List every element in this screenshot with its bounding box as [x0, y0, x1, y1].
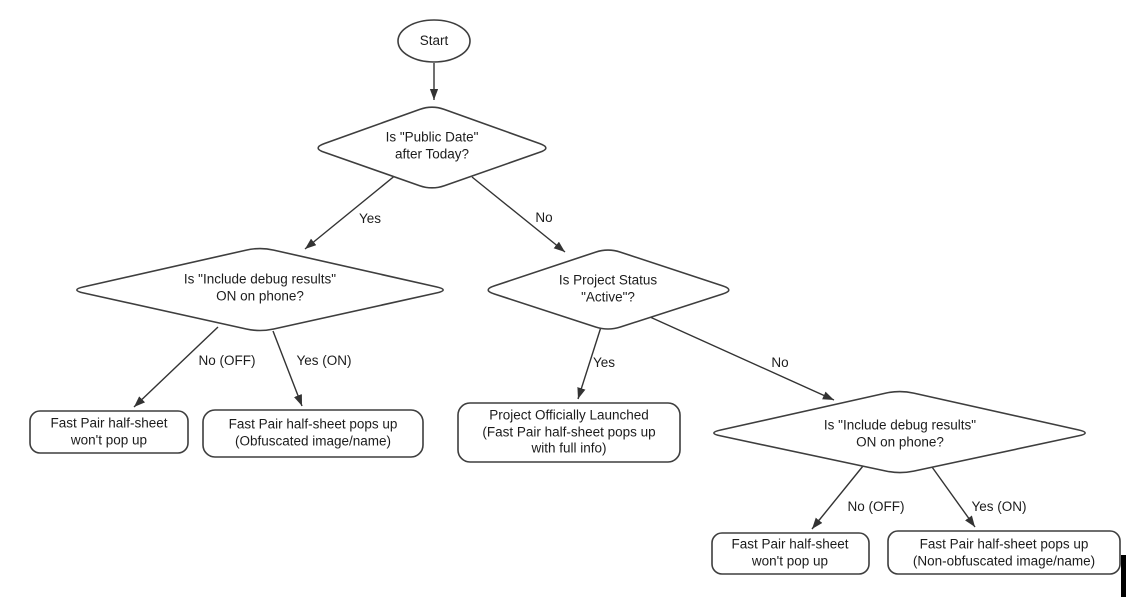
result-no-popup-left-label: Fast Pair half-sheet won't pop up: [50, 416, 167, 449]
flowchart-edges: [133, 63, 976, 530]
result-non-obfuscated-shape: [887, 530, 1121, 575]
edge-debug-left-yes: [272, 330, 303, 407]
start-node-text: Start: [419, 32, 449, 48]
edge-debug-left-no: [133, 326, 219, 408]
decision-debug-left-line2: ON on phone?: [216, 288, 304, 303]
flowchart-nodes: [29, 19, 1121, 575]
result-launched-label: Project Officially Launched (Fast Pair h…: [482, 407, 655, 457]
decision-project-status-line2: "Active"?: [581, 289, 635, 304]
edge-label-project-status-no: No: [771, 354, 789, 370]
result-no-popup-left-line1: Fast Pair half-sheet: [50, 415, 168, 431]
result-no-popup-right-line2: won't pop up: [751, 553, 829, 568]
start-node-label: Start: [420, 33, 449, 50]
decision-project-status-label: Is Project Status "Active"?: [559, 273, 657, 306]
result-obfuscated-label: Fast Pair half-sheet pops up (Obfuscated…: [229, 417, 398, 450]
result-launched-line1: Project Officially Launched: [489, 407, 649, 423]
decision-public-date-line2: after Today?: [394, 146, 470, 161]
result-no-popup-right-label: Fast Pair half-sheet won't pop up: [731, 537, 848, 570]
result-launched-shape: [457, 402, 681, 463]
decision-debug-left-line1: Is "Include debug results": [183, 271, 337, 287]
decision-debug-right-label: Is "Include debug results" ON on phone?: [824, 418, 976, 451]
result-non-obfuscated-line2: (Non-obfuscated image/name): [912, 553, 1096, 568]
decision-project-status-line1: Is Project Status: [558, 272, 658, 288]
edge-label-debug-right-yes: Yes (ON): [971, 498, 1027, 514]
decision-debug-right-line2: ON on phone?: [856, 434, 944, 449]
result-no-popup-right-shape: [711, 532, 870, 575]
edge-label-debug-right-no: No (OFF): [847, 498, 905, 514]
edge-debug-right-yes: [931, 466, 976, 528]
decision-debug-left-shape: [76, 247, 444, 332]
result-no-popup-right-line1: Fast Pair half-sheet: [731, 536, 849, 552]
edge-label-public-date-no: No: [535, 209, 553, 225]
edge-project-status-yes: [577, 326, 602, 400]
result-no-popup-left-shape: [29, 410, 189, 454]
text-cursor-artifact: [1121, 555, 1126, 597]
edge-label-public-date-yes: Yes: [358, 210, 382, 226]
decision-public-date-line1: Is "Public Date": [385, 129, 479, 145]
edge-public-date-no: [471, 176, 566, 253]
decision-debug-left-label: Is "Include debug results" ON on phone?: [184, 272, 336, 305]
decision-public-date-label: Is "Public Date" after Today?: [386, 130, 479, 163]
result-obfuscated-line1: Fast Pair half-sheet pops up: [228, 416, 398, 432]
result-obfuscated-line2: (Obfuscated image/name): [234, 433, 392, 448]
edge-label-debug-left-no: No (OFF): [198, 352, 256, 368]
result-no-popup-left-line2: won't pop up: [70, 432, 148, 447]
decision-debug-right-line1: Is "Include debug results": [823, 417, 977, 433]
edge-label-debug-left-yes: Yes (ON): [296, 352, 352, 368]
result-launched-line3: with full info): [531, 440, 607, 456]
edge-public-date-yes: [304, 173, 398, 250]
start-node-shape: [397, 19, 471, 63]
result-launched-line2: (Fast Pair half-sheet pops up: [482, 423, 656, 439]
result-non-obfuscated-line1: Fast Pair half-sheet pops up: [919, 536, 1089, 552]
decision-debug-right-shape: [713, 390, 1086, 474]
edge-label-project-status-yes: Yes: [592, 354, 616, 370]
result-non-obfuscated-label: Fast Pair half-sheet pops up (Non-obfusc…: [913, 537, 1095, 570]
decision-project-status-shape: [487, 249, 730, 330]
edge-project-status-no: [649, 316, 835, 401]
result-obfuscated-shape: [202, 409, 424, 458]
edge-debug-right-no: [811, 465, 864, 530]
decision-public-date-shape: [317, 106, 547, 189]
